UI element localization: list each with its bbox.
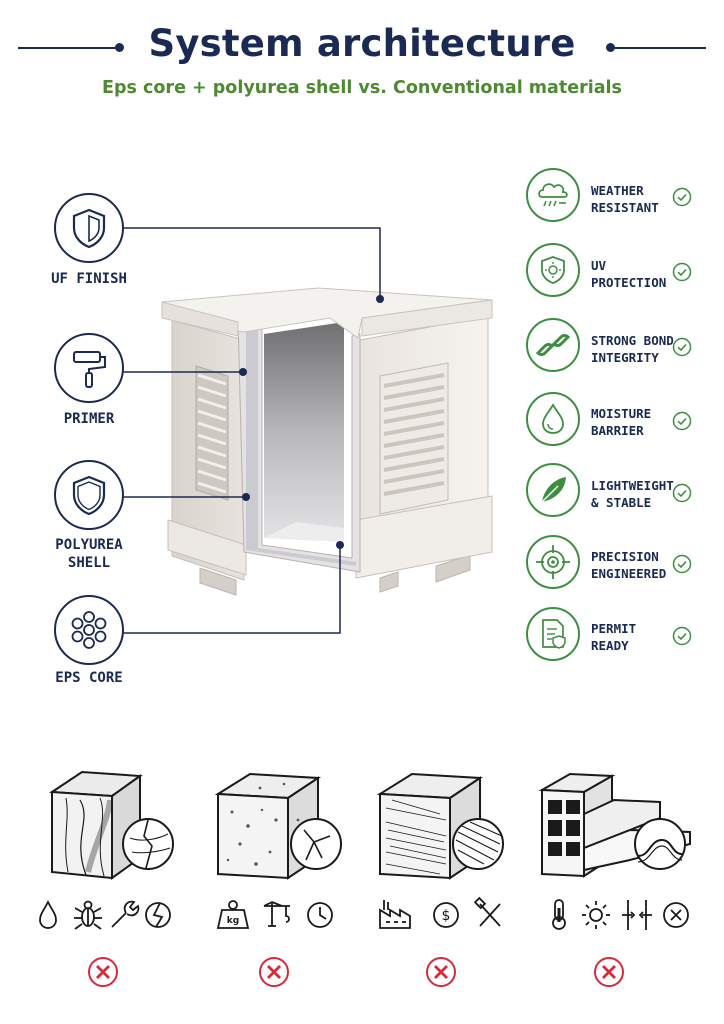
- cancel-circle-icon: [663, 902, 689, 928]
- title-line-right: [614, 47, 706, 49]
- water-drop-icon: [39, 899, 57, 929]
- thermometer-icon: [552, 899, 566, 930]
- feature-badge-bond: [526, 318, 580, 372]
- feature-badge-weather: [526, 168, 580, 222]
- conventional-materials-row: kg $: [39, 770, 691, 987]
- expansion-icon: [622, 900, 652, 930]
- tools-icon: [473, 896, 501, 927]
- wood-block: [48, 770, 174, 880]
- weight-icon: [216, 900, 250, 929]
- vinyl-profile: [538, 772, 691, 878]
- red-x-icon: [594, 957, 624, 987]
- feature-badge-moisture: [526, 392, 580, 446]
- feature-label-uv-2: PROTECTION: [591, 275, 667, 290]
- red-x-icon: [88, 957, 118, 987]
- check-icon: [672, 262, 692, 282]
- feature-badge-lightweight: [526, 463, 580, 517]
- weight-label: kg: [227, 916, 239, 926]
- sun-shield-icon: [541, 256, 565, 284]
- uf-finish-badge: [54, 193, 124, 263]
- weather-cloud-icon: [538, 183, 568, 207]
- factory-icon: [379, 900, 411, 929]
- crosshair-icon: [536, 545, 570, 579]
- feature-badge-uv: [526, 243, 580, 297]
- feature-badge-precision: [526, 535, 580, 589]
- dollar-sign: $: [442, 908, 451, 924]
- feature-label-uv-1: UV: [591, 258, 607, 273]
- document-shield-icon: [542, 619, 566, 649]
- sun-icon: [582, 901, 610, 929]
- crack-icon: [145, 902, 171, 928]
- check-icon: [672, 483, 692, 503]
- crane-icon: [263, 901, 290, 927]
- feature-badge-permit: [526, 607, 580, 661]
- wrench-icon: [111, 900, 140, 928]
- feature-label-lightweight-1: LIGHTWEIGHT: [591, 478, 674, 493]
- check-icon: [672, 411, 692, 431]
- feature-label-lightweight-2: & STABLE: [591, 495, 652, 510]
- feature-label-precision-2: ENGINEERED: [591, 566, 667, 581]
- primer-badge: [54, 333, 124, 403]
- feature-label-bond-1: STRONG BOND: [591, 333, 674, 348]
- feature-label-weather-1: WEATHER: [591, 183, 644, 198]
- layer-label-shell: SHELL: [67, 555, 111, 571]
- title-dot-left: [115, 43, 124, 52]
- check-icon: [672, 187, 692, 207]
- feature-label-precision-1: PRECISION: [591, 549, 659, 564]
- dollar-icon: [433, 902, 459, 928]
- red-x-icon: [426, 957, 456, 987]
- feature-label-permit-2: READY: [591, 638, 629, 653]
- feature-label-bond-2: INTEGRITY: [591, 350, 659, 365]
- red-x-icon: [259, 957, 289, 987]
- eps-core-badge: [54, 595, 124, 665]
- layer-label-eps-core: EPS CORE: [55, 670, 123, 686]
- shield-icon: [72, 475, 106, 516]
- feature-label-weather-2: RESISTANT: [591, 200, 659, 215]
- page-subtitle: Eps core + polyurea shell vs. Convention…: [102, 78, 622, 98]
- concrete-block: [214, 772, 342, 880]
- check-icon: [672, 337, 692, 357]
- cabinet-illustration: [123, 227, 493, 634]
- polyurea-shell-badge: [54, 460, 124, 530]
- bug-icon: [74, 900, 102, 930]
- feather-icon: [539, 477, 566, 505]
- fiber-board-block: [376, 772, 504, 880]
- feature-label-permit-1: PERMIT: [591, 621, 637, 636]
- check-icon: [672, 626, 692, 646]
- water-drop-icon: [542, 403, 564, 434]
- layer-label-uf-finish: UF FINISH: [51, 271, 127, 287]
- feature-label-moisture-1: MOISTURE: [591, 406, 652, 421]
- title-line-left: [18, 47, 116, 49]
- chain-link-icon: [535, 334, 571, 356]
- feature-label-moisture-2: BARRIER: [591, 423, 644, 438]
- layer-label-polyurea: POLYUREA: [55, 537, 123, 553]
- check-icon: [672, 554, 692, 574]
- beads-icon: [71, 611, 107, 649]
- page-title: System architecture: [148, 22, 576, 65]
- shield-icon: [72, 208, 106, 249]
- title-dot-right: [606, 43, 615, 52]
- paint-roller-icon: [73, 351, 106, 388]
- layer-label-primer: PRIMER: [63, 411, 115, 427]
- clock-icon: [307, 902, 333, 928]
